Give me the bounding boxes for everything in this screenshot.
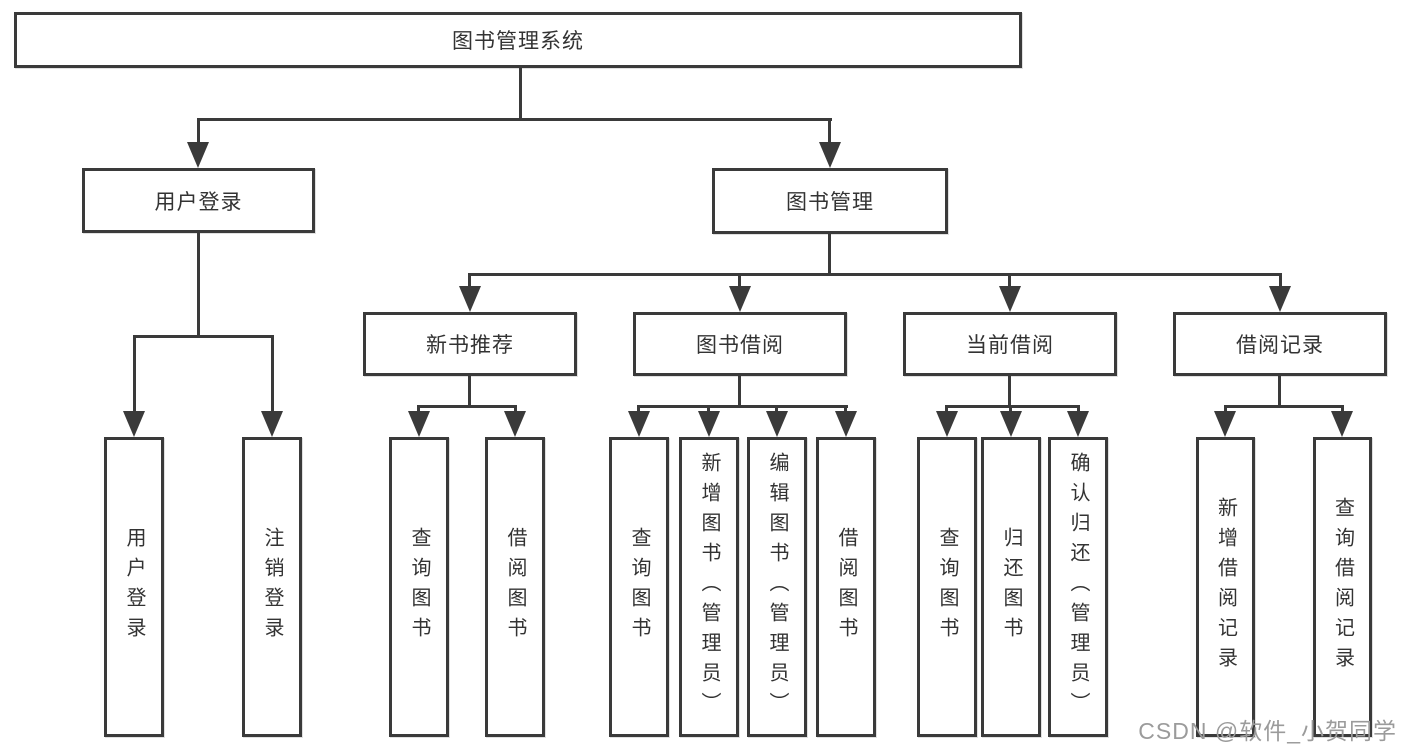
connector-drop xyxy=(738,273,741,291)
leaf-recommend-query-books: 查询图书 xyxy=(389,437,449,737)
connector-drop xyxy=(514,405,517,415)
node-new-book-recommend: 新书推荐 xyxy=(363,312,577,376)
connector-bar xyxy=(468,273,1282,276)
connector-bar xyxy=(133,335,274,338)
leaf-label: 用户登录 xyxy=(123,527,145,647)
connector-drop xyxy=(133,335,136,415)
arrow-down-icon xyxy=(1214,411,1236,437)
node-current-borrow: 当前借阅 xyxy=(903,312,1117,376)
connector-drop xyxy=(1279,273,1282,291)
connector-drop xyxy=(1224,405,1227,415)
leaf-borrow-borrow-books: 借阅图书 xyxy=(816,437,876,737)
connector-stem xyxy=(1278,376,1281,405)
arrow-down-icon xyxy=(187,142,209,168)
leaf-label: 注销登录 xyxy=(261,527,283,647)
leaf-logout: 注销登录 xyxy=(242,437,302,737)
arrow-down-icon xyxy=(835,411,857,437)
arrow-down-icon xyxy=(698,411,720,437)
connector-bar xyxy=(197,118,832,121)
connector-bar xyxy=(637,405,848,408)
connector-drop xyxy=(417,405,420,415)
leaf-current-query-books: 查询图书 xyxy=(917,437,977,737)
arrow-down-icon xyxy=(999,286,1021,312)
arrow-down-icon xyxy=(628,411,650,437)
leaf-label: 归还图书 xyxy=(1000,527,1022,647)
connector-drop xyxy=(828,118,831,146)
leaf-recommend-borrow-books: 借阅图书 xyxy=(485,437,545,737)
connector-stem xyxy=(828,234,831,273)
node-label: 用户登录 xyxy=(154,190,243,214)
leaf-label: 编辑图书（管理员） xyxy=(766,452,788,722)
connector-drop xyxy=(637,405,640,415)
arrow-down-icon xyxy=(729,286,751,312)
arrow-down-icon xyxy=(1269,286,1291,312)
node-user-login: 用户登录 xyxy=(82,168,315,233)
connector-drop xyxy=(1009,405,1012,415)
node-label: 图书管理 xyxy=(786,191,874,214)
arrow-down-icon xyxy=(261,411,283,437)
leaf-borrow-query-books: 查询图书 xyxy=(609,437,669,737)
connector-drop xyxy=(775,405,778,415)
leaf-borrow-add-books-admin: 新增图书（管理员） xyxy=(679,437,739,737)
node-label: 图书管理系统 xyxy=(452,30,584,53)
leaf-label: 新增借阅记录 xyxy=(1214,497,1237,677)
node-label: 借阅记录 xyxy=(1236,334,1324,357)
connector-drop xyxy=(468,273,471,291)
arrow-down-icon xyxy=(459,286,481,312)
leaf-user-login: 用户登录 xyxy=(104,437,164,737)
arrow-down-icon xyxy=(408,411,430,437)
connector-stem xyxy=(1008,376,1011,405)
arrow-down-icon xyxy=(1067,411,1089,437)
node-library-system: 图书管理系统 xyxy=(14,12,1022,68)
arrow-down-icon xyxy=(819,142,841,168)
connector-bar xyxy=(945,405,1080,408)
leaf-current-return-books: 归还图书 xyxy=(981,437,1041,737)
arrow-down-icon xyxy=(504,411,526,437)
arrow-down-icon xyxy=(1331,411,1353,437)
leaf-label: 查询图书 xyxy=(408,527,430,647)
connector-drop xyxy=(1077,405,1080,415)
arrow-down-icon xyxy=(936,411,958,437)
leaf-label: 查询图书 xyxy=(936,527,958,647)
connector-stem xyxy=(519,68,522,119)
leaf-borrow-edit-books-admin: 编辑图书（管理员） xyxy=(747,437,807,737)
leaf-current-confirm-return-admin: 确认归还（管理员） xyxy=(1048,437,1108,737)
connector-drop xyxy=(1008,273,1011,291)
arrow-down-icon xyxy=(123,411,145,437)
connector-drop xyxy=(844,405,847,415)
connector-drop xyxy=(197,118,200,146)
arrow-down-icon xyxy=(766,411,788,437)
connector-bar xyxy=(1224,405,1344,408)
connector-stem xyxy=(197,233,200,335)
leaf-label: 确认归还（管理员） xyxy=(1067,452,1089,722)
connector-drop xyxy=(271,335,274,415)
arrow-down-icon xyxy=(1000,411,1022,437)
node-label: 图书借阅 xyxy=(696,334,784,357)
node-label: 当前借阅 xyxy=(966,334,1054,357)
connector-bar xyxy=(417,405,517,408)
connector-drop xyxy=(707,405,710,415)
leaf-label: 新增图书（管理员） xyxy=(698,452,720,722)
leaf-label: 借阅图书 xyxy=(835,527,857,647)
connector-drop xyxy=(1341,405,1344,415)
node-borrow-records: 借阅记录 xyxy=(1173,312,1387,376)
leaf-label: 查询借阅记录 xyxy=(1331,497,1354,677)
leaf-label: 借阅图书 xyxy=(504,527,526,647)
watermark: CSDN @软件_小贺同学 xyxy=(1138,718,1397,744)
connector-drop xyxy=(945,405,948,415)
node-label: 新书推荐 xyxy=(426,334,514,357)
leaf-records-query-record: 查询借阅记录 xyxy=(1313,437,1372,737)
leaf-label: 查询图书 xyxy=(628,527,650,647)
leaf-records-add-record: 新增借阅记录 xyxy=(1196,437,1255,737)
node-book-borrow: 图书借阅 xyxy=(633,312,847,376)
node-book-management: 图书管理 xyxy=(712,168,948,234)
connector-stem xyxy=(468,376,471,405)
connector-stem xyxy=(738,376,741,405)
